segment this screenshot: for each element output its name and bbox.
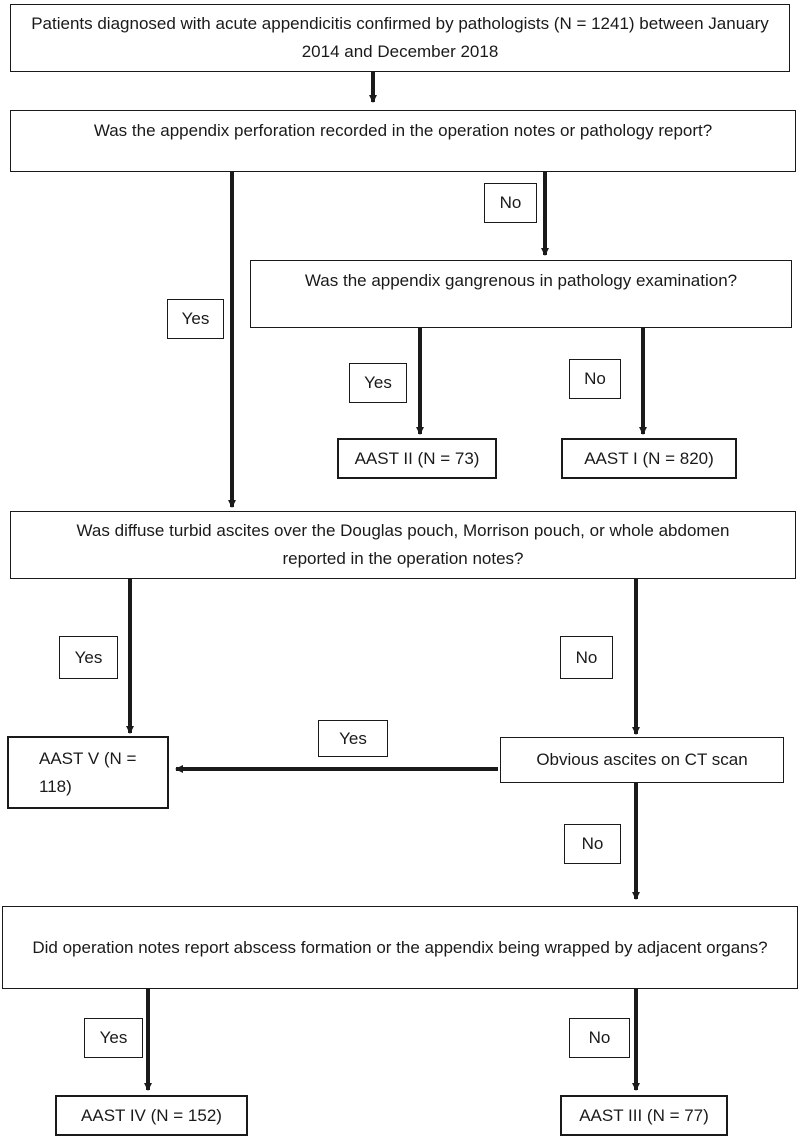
perforation-question: Was the appendix perforation recorded in… [10,110,796,172]
ct-question: Obvious ascites on CT scan [500,737,784,783]
label-yes-ascites: Yes [59,636,118,679]
aast4-node: AAST IV (N = 152) [55,1095,248,1136]
label-no-ct: No [564,824,621,864]
label-no-abscess: No [569,1018,630,1058]
aast2-node: AAST II (N = 73) [337,438,497,479]
label-no-ascites: No [560,636,613,679]
label-yes-perforation: Yes [167,299,224,339]
label-yes-abscess: Yes [84,1018,143,1058]
aast5-node: AAST V (N = 118) [7,736,169,809]
abscess-question: Did operation notes report abscess forma… [2,906,798,989]
start-node: Patients diagnosed with acute appendicit… [10,4,790,72]
label-yes-gangrenous: Yes [349,363,407,403]
label-yes-ct: Yes [318,720,388,757]
ascites-question: Was diffuse turbid ascites over the Doug… [10,511,796,579]
aast3-node: AAST III (N = 77) [560,1095,728,1136]
gangrenous-question: Was the appendix gangrenous in pathology… [250,260,792,328]
label-no-gangrenous: No [569,359,621,399]
aast1-node: AAST I (N = 820) [561,438,737,479]
label-no-perforation: No [484,183,537,223]
